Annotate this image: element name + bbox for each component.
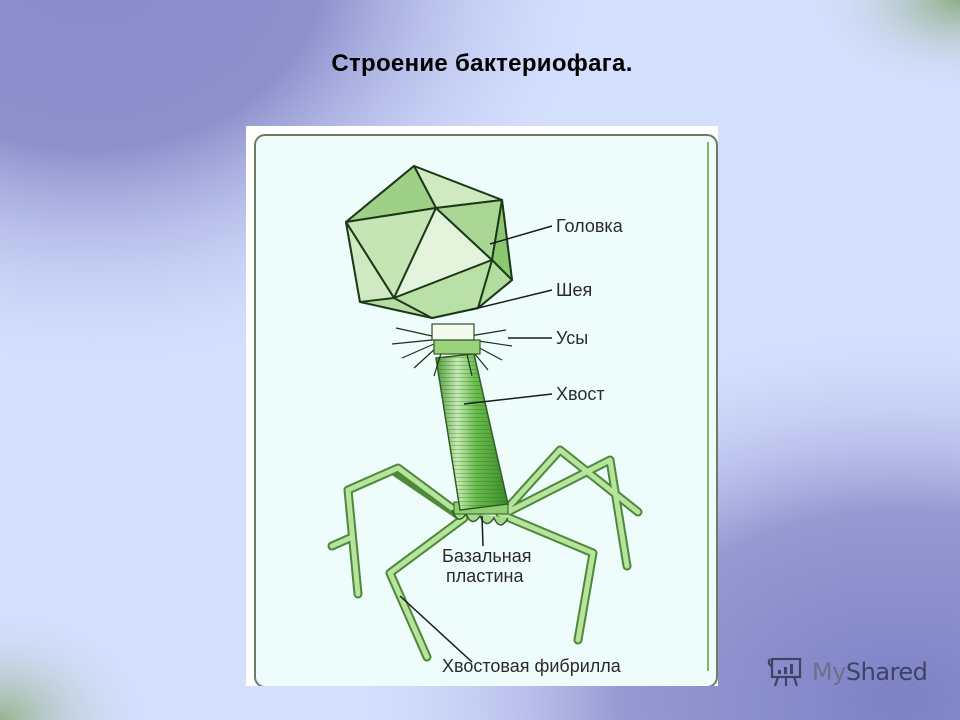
leader-lines (399, 225, 553, 663)
bacteriophage-illustration (254, 134, 718, 686)
label-baseplate-line2: пластина (446, 566, 524, 586)
head (345, 165, 513, 319)
label-head: Головка (556, 216, 623, 236)
slide-title: Строение бактериофага. (331, 50, 633, 77)
label-tail: Хвост (556, 384, 605, 404)
tail (435, 353, 509, 511)
presentation-board-icon (767, 657, 802, 687)
label-neck: Шея (556, 280, 593, 300)
collar (391, 327, 513, 377)
myshared-watermark: MyShared (766, 654, 928, 690)
bacteriophage-diagram: Головка Шея Усы Хвост Базальная пластина… (246, 126, 718, 686)
neck (431, 323, 475, 341)
label-baseplate-line1: Базальная (442, 546, 532, 566)
label-tail-fiber: Хвостовая фибрилла (442, 656, 621, 676)
tail-fibers (327, 445, 643, 662)
label-whiskers: Усы (556, 328, 589, 348)
watermark-text: MyShared (812, 658, 928, 686)
whisker-ring (433, 339, 481, 355)
